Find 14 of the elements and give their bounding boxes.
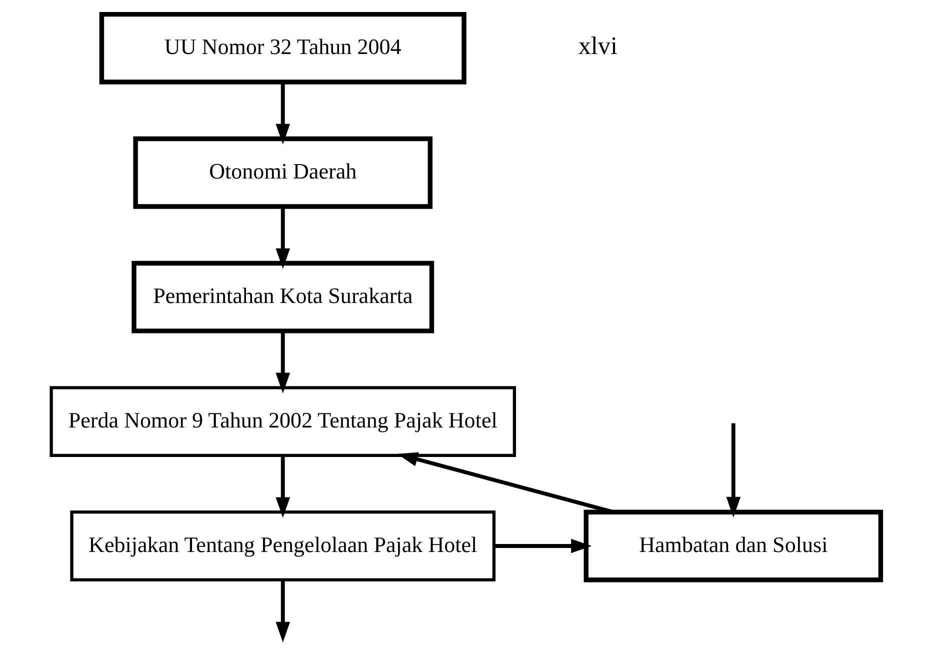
node-box: Kebijakan Tentang Pengelolaan Pajak Hotel (70, 510, 496, 582)
label: xlvi (578, 33, 618, 60)
arrow (275, 206, 290, 269)
arrow (275, 82, 290, 144)
arrow (726, 423, 740, 518)
node-box: Pemerintahan Kota Surakarta (131, 260, 434, 334)
arrow (275, 580, 290, 642)
node-box: UU Nomor 32 Tahun 2004 (98, 12, 466, 84)
node-box: Hambatan dan Solusi (583, 510, 883, 582)
arrow (275, 331, 290, 394)
node-box: Otonomi Daerah (132, 136, 432, 209)
arrow (494, 538, 592, 554)
node-box: Perda Nomor 9 Tahun 2002 Tentang Pajak Hotel (49, 386, 516, 457)
arrow (275, 456, 290, 518)
